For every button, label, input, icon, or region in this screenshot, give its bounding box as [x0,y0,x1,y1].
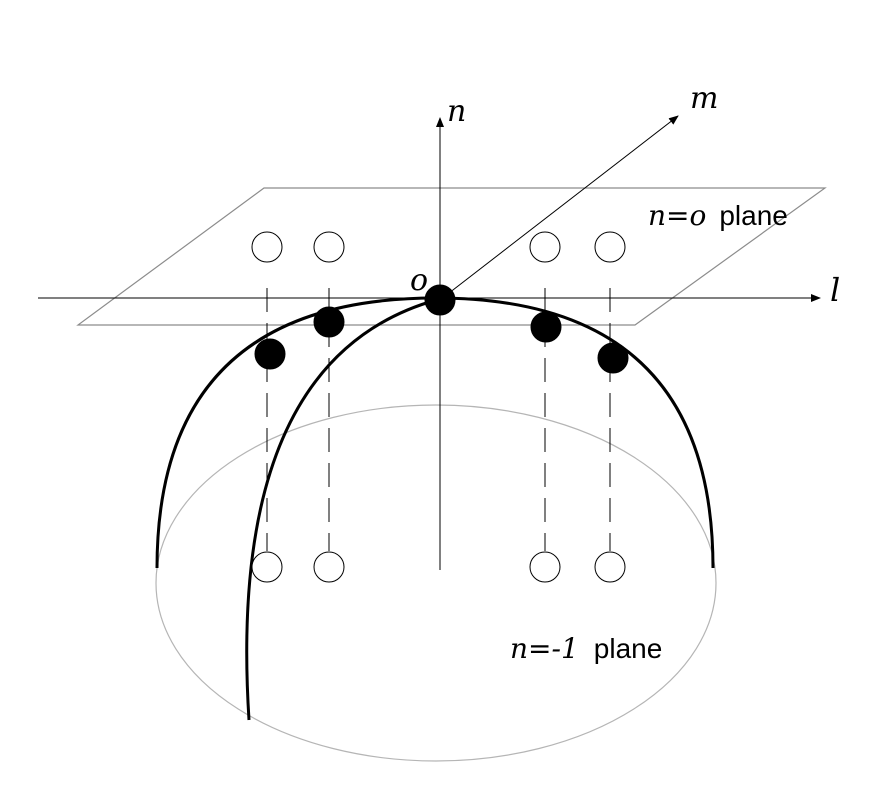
sphere-outline-arc [155,296,715,569]
l-axis-label: l [830,271,840,309]
bottom-plane-label-var: n=-1 [510,632,579,665]
n-axis-label: n [447,94,466,129]
bottom-plane-points [251,551,626,583]
top-plane-label: n=o plane [648,199,788,232]
open-point [529,551,561,583]
filled-point [597,342,629,374]
filled-point [254,338,286,370]
meridian-arc [245,298,437,721]
bottom-plane-label-word: plane [594,633,663,664]
origin-label: o [410,263,428,298]
filled-point-origin [424,284,456,316]
filled-point [530,311,562,343]
top-plane-points [251,231,626,263]
bottom-plane-ellipse [155,404,717,762]
open-point [594,231,626,263]
filled-point [313,306,345,338]
top-plane-label-word: plane [719,200,788,231]
top-plane-label-var: n=o [648,199,706,232]
bottom-plane-label: n=-1 plane [510,632,662,665]
top-plane-parallelogram [76,187,827,326]
open-point [313,551,345,583]
open-point [313,231,345,263]
m-axis [439,115,679,301]
sphere-points [254,284,629,374]
open-point [529,231,561,263]
m-axis-label: m [690,81,718,116]
open-point [251,551,283,583]
open-point [251,231,283,263]
open-point [594,551,626,583]
